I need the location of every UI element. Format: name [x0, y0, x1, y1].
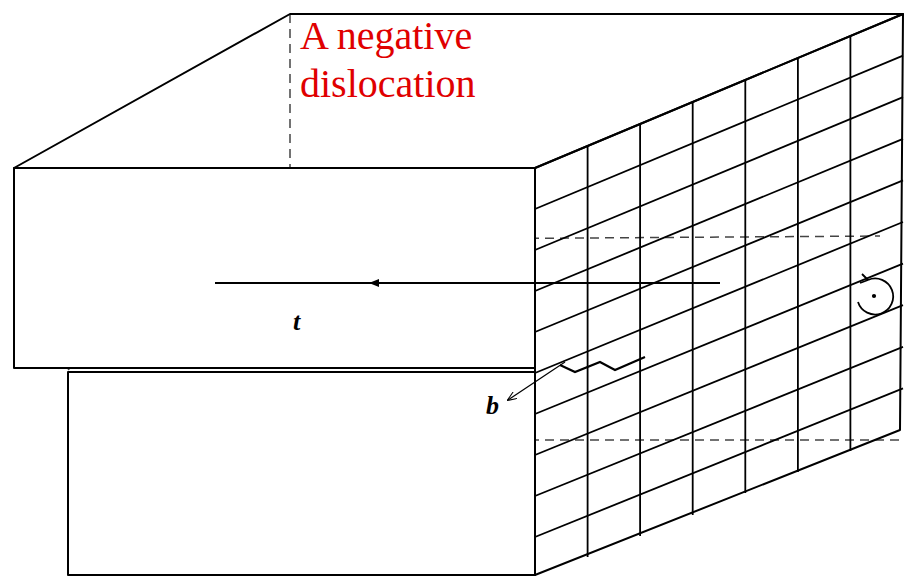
- burgers-vector-label: b: [486, 392, 499, 420]
- title-label: A negative dislocation: [300, 12, 540, 108]
- circuit-symbol: [858, 274, 893, 315]
- burgers-vector: [508, 362, 565, 400]
- lattice-grid: [535, 36, 903, 557]
- dislocation-line: [215, 283, 720, 284]
- line-sense-label: t: [293, 308, 300, 336]
